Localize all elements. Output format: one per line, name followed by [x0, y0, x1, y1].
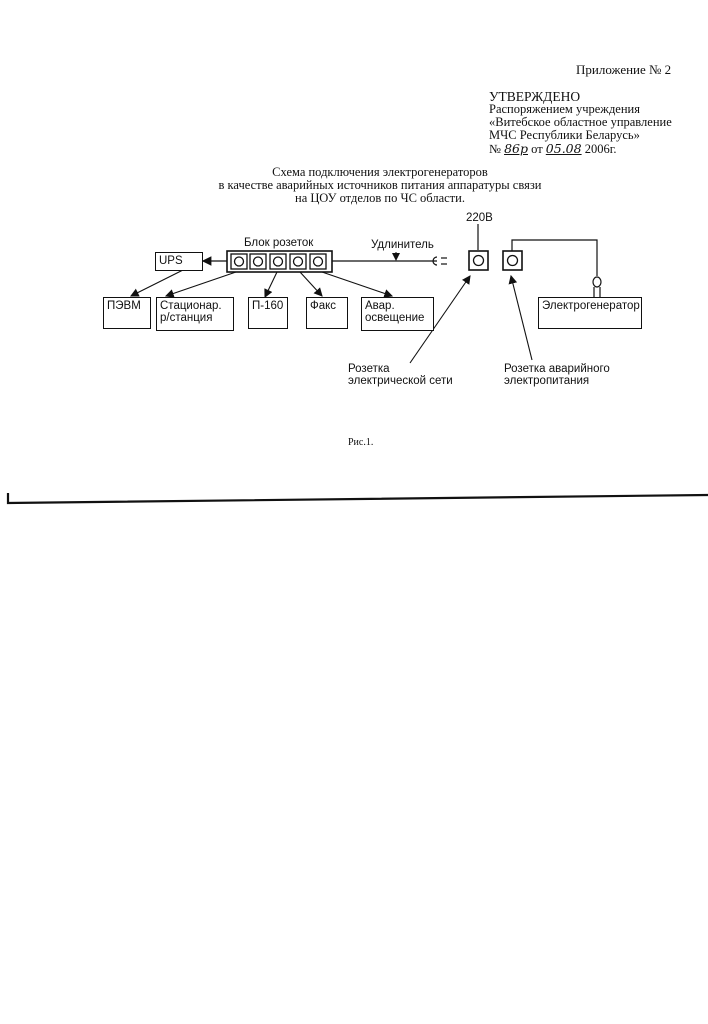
extension-label: Удлинитель	[371, 239, 434, 251]
socket-block-sockets	[230, 253, 327, 270]
ups-box: UPS	[155, 252, 203, 271]
socket-icon	[506, 254, 519, 267]
socket-icon	[292, 256, 304, 267]
socket-icon	[249, 253, 267, 270]
block-to-fax-arrow	[299, 271, 323, 297]
plug-icon	[592, 276, 602, 297]
socket-icon	[312, 256, 324, 267]
pc-label: ПЭВМ	[107, 300, 141, 312]
generator-label: Электрогенератор	[542, 300, 640, 312]
mains-socket-line-1: Розетка	[348, 363, 390, 375]
block-to-p160-arrow	[264, 271, 278, 298]
backup-socket-callout: Розетка аварийного электропитания	[504, 363, 610, 387]
order-date-handwritten: 05.08	[545, 141, 582, 156]
socket-icon	[252, 256, 264, 267]
diagram-title: Схема подключения электрогенераторов в к…	[190, 166, 570, 205]
title-line-2: в качестве аварийных источников питания …	[218, 178, 542, 192]
ups-to-pc-arrow	[130, 268, 186, 297]
socket-icon	[472, 254, 485, 267]
backup-socket-callout-arrow	[508, 274, 533, 361]
socket-icon	[272, 256, 284, 267]
title-line-3: на ЦОУ отделов по ЧС области.	[295, 191, 465, 205]
approved-by-line-3: МЧС Республики Беларусь»	[489, 128, 640, 142]
approved-by-line-2: «Витебское областное управление	[489, 115, 672, 129]
number-prefix: №	[489, 142, 501, 156]
p160-box: П-160	[248, 297, 288, 329]
approved-heading: УТВЕРЖДЕНО	[489, 89, 581, 104]
station-label-line-2: р/станция	[160, 312, 213, 324]
mains-socket-callout-arrow	[409, 275, 471, 364]
block-to-station-arrow	[164, 271, 237, 298]
backup-socket-frame	[502, 250, 523, 271]
pc-box: ПЭВМ	[103, 297, 151, 329]
station-box: Стационар. р/станция	[156, 297, 234, 331]
voltage-label: 220В	[466, 212, 493, 224]
p160-label: П-160	[252, 300, 284, 312]
order-number-line: № 86р от 05.08 2006г.	[489, 142, 672, 156]
socket-icon	[230, 253, 248, 270]
approved-by-line-1: Распоряжением учреждения	[489, 102, 640, 116]
emergency-light-line-2: освещение	[365, 312, 425, 324]
backup-feed-line	[511, 239, 598, 276]
socket-icon	[233, 256, 245, 267]
socket-icon	[269, 253, 287, 270]
fax-label: Факс	[310, 300, 337, 312]
title-line-1: Схема подключения электрогенераторов	[272, 165, 488, 179]
emergency-light-line-1: Авар.	[365, 300, 395, 312]
date-connector: от	[531, 142, 543, 156]
backup-socket-line-2: электропитания	[504, 375, 590, 387]
socket-icon	[309, 253, 327, 270]
ups-label: UPS	[159, 255, 183, 267]
generator-box: Электрогенератор	[538, 297, 642, 329]
appendix-number: Приложение № 2	[576, 62, 672, 77]
block-to-devices-arrows	[164, 271, 394, 298]
block-to-emergency-light-arrow	[321, 271, 394, 298]
mains-socket-frame	[468, 250, 489, 271]
socket-icon	[289, 253, 307, 270]
backup-socket-line-1: Розетка аварийного	[504, 363, 610, 375]
order-number-handwritten: 86р	[504, 141, 528, 156]
station-label-line-1: Стационар.	[160, 300, 222, 312]
mains-socket-callout: Розетка электрической сети	[348, 363, 453, 387]
page-edge-line	[6, 493, 708, 505]
mains-socket-line-2: электрической сети	[348, 375, 453, 387]
plug-icon	[432, 256, 447, 266]
emergency-light-box: Авар. освещение	[361, 297, 434, 331]
approval-block: УТВЕРЖДЕНО Распоряжением учреждения «Вит…	[489, 90, 672, 156]
fax-box: Факс	[306, 297, 348, 329]
socket-block-label: Блок розеток	[244, 237, 314, 249]
figure-caption: Рис.1.	[348, 437, 374, 448]
order-year: 2006г.	[584, 142, 617, 156]
